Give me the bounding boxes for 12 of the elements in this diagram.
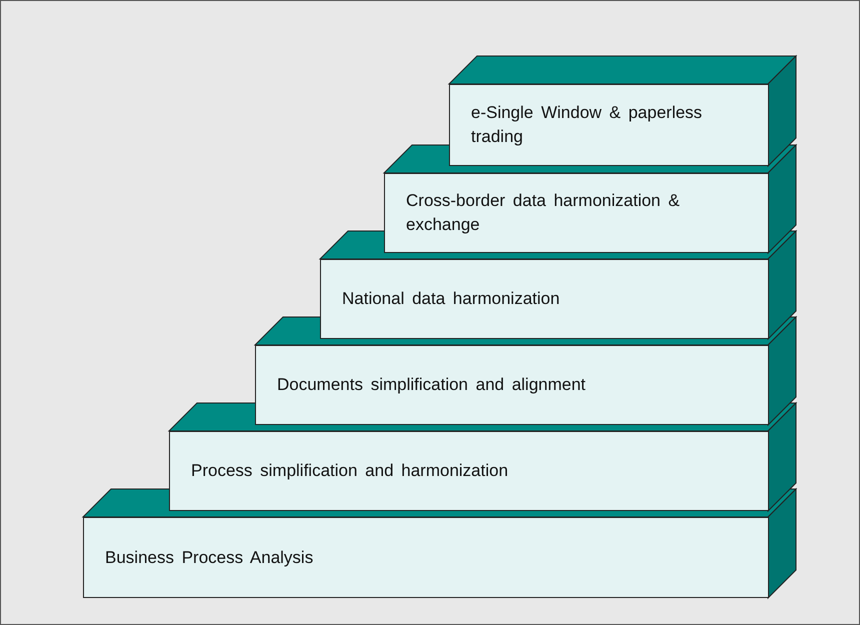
- step-block: [255, 345, 769, 425]
- step-label: Cross-border data harmonization & exchange: [406, 190, 681, 236]
- step-block: [83, 517, 769, 598]
- step-block: [169, 431, 769, 511]
- step-label: Documents simplification and alignment: [277, 374, 586, 396]
- step-label: e-Single Window & paperless trading: [471, 102, 704, 148]
- step-label: National data harmonization: [342, 288, 560, 310]
- step-block: [384, 173, 769, 253]
- step-block: [449, 84, 769, 166]
- step-label: Business Process Analysis: [105, 546, 314, 568]
- step-label: Process simplification and harmonization: [191, 460, 508, 482]
- step-block: [320, 259, 769, 339]
